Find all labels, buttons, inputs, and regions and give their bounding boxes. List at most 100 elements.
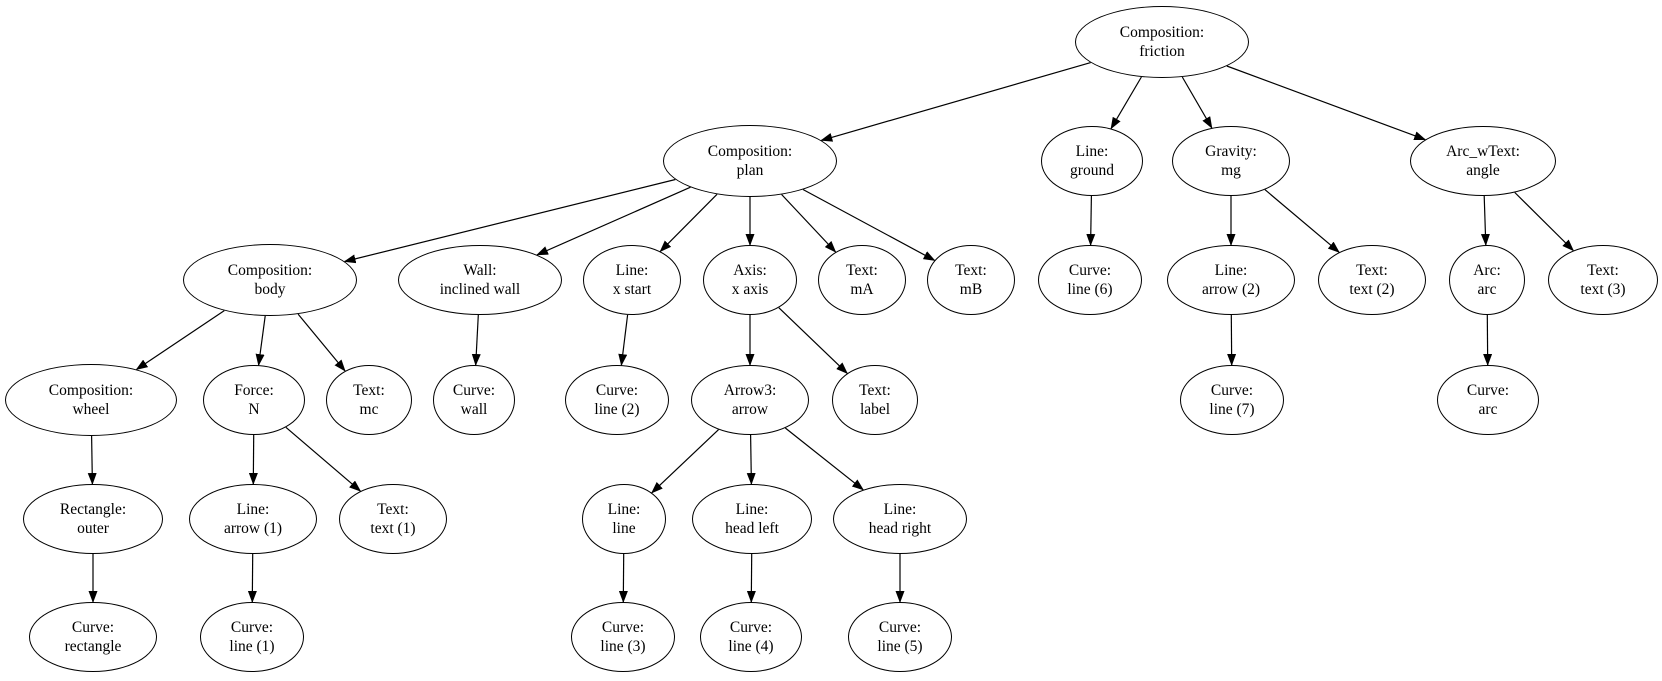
node-type-label: Text: (859, 381, 891, 399)
node-type-label: Line: (615, 261, 649, 279)
node-type-label: Curve: (878, 618, 922, 636)
node-name-label: line (1) (229, 638, 275, 655)
node-type-label: Curve: (601, 618, 645, 636)
node-name-label: mA (850, 281, 874, 298)
node-line2: Curve: line (2) (565, 365, 669, 435)
node-xaxis: Axis:x axis (703, 245, 797, 315)
node-mB: Text:mB (927, 245, 1015, 315)
node-headleft: Line:head left (692, 484, 812, 554)
node-name-label: arc (1477, 281, 1497, 298)
node-type-label: Curve: (452, 381, 496, 399)
node-name-label: ground (1070, 162, 1114, 179)
node-type-label: Force: (234, 381, 274, 399)
edge-friction-angle (1226, 65, 1427, 141)
node-line1: Curve: line (1) (200, 602, 304, 672)
node-name-label: body (254, 281, 286, 298)
node-name-label: head left (725, 520, 779, 537)
node-type-label: Text: (377, 500, 409, 518)
edge-angle-arc (1480, 195, 1490, 246)
node-type-label: Text: (846, 261, 878, 279)
edge-ground-line6 (1086, 195, 1096, 246)
node-name-label: inclined wall (439, 281, 521, 298)
node-name-label: arrow (2) (1201, 281, 1261, 298)
node-line7: Curve:line (7) (1180, 365, 1284, 435)
node-line5: Curve:line (5) (848, 602, 952, 672)
node-name-label: arrow (1) (223, 520, 283, 537)
node-text2: Text: text (2) (1318, 245, 1426, 315)
node-type-label: Text: (1587, 261, 1619, 279)
edge-xstart-line2 (618, 314, 629, 367)
node-type-label: Curve: (71, 618, 115, 636)
node-type-label: Arc: (1473, 261, 1501, 279)
edge-plan-mB (802, 188, 936, 261)
node-name-label: line (6) (1067, 281, 1113, 298)
node-wall: Wall:inclined wall (398, 245, 562, 315)
node-plan: Composition: plan (663, 125, 837, 197)
node-name-label: line (612, 520, 636, 537)
node-type-label: Line: (1075, 142, 1109, 160)
edge-wheel-outer (87, 435, 97, 485)
node-curvewall: Curve:wall (433, 365, 515, 435)
node-type-label: Arrow3: (723, 381, 777, 399)
node-name-label: label (859, 401, 891, 418)
node-type-label: Gravity: (1205, 142, 1257, 160)
node-mc: Text: mc (326, 365, 412, 435)
node-type-label: Curve: (230, 618, 274, 636)
node-xstart: Line: x start (583, 245, 681, 315)
node-name-label: line (4) (728, 638, 774, 655)
node-name-label: text (2) (1349, 281, 1395, 298)
node-friction: Composition: friction (1075, 6, 1249, 78)
node-name-label: friction (1139, 43, 1185, 60)
node-type-label: Curve: (1466, 381, 1510, 399)
node-type-label: Line: (607, 500, 641, 518)
edge-plan-mA (781, 194, 837, 253)
node-outer: Rectangle:outer (23, 484, 163, 554)
edge-body-forceN (255, 315, 266, 367)
node-type-label: Rectangle: (59, 500, 127, 518)
node-name-label: line (3) (600, 638, 646, 655)
node-lineline: Line: line (582, 484, 666, 554)
node-type-label: Arc_wText: (1446, 142, 1520, 160)
edge-arrow3-headright (784, 427, 864, 491)
node-gravity: Gravity:mg (1172, 126, 1290, 196)
edge-plan-xstart (659, 193, 718, 253)
node-type-label: Text: (1356, 261, 1388, 279)
node-headright: Line: head right (833, 484, 967, 554)
node-type-label: Line: (883, 500, 917, 518)
node-type-label: Line: (236, 500, 270, 518)
node-name-label: N (248, 401, 260, 418)
node-name-label: plan (736, 162, 764, 179)
edge-arrow3-lineline (651, 429, 720, 494)
node-type-label: Composition: (1119, 23, 1205, 41)
node-name-label: mc (359, 401, 379, 418)
edge-body-wheel (135, 310, 225, 371)
edge-plan-body (343, 178, 676, 264)
edge-forceN-text1 (285, 426, 362, 492)
node-type-label: Composition: (227, 261, 313, 279)
node-name-label: head right (868, 520, 932, 537)
node-name-label: x start (612, 281, 652, 298)
node-line3: Curve: line (3) (571, 602, 675, 672)
node-arrow1: Line: arrow (1) (189, 484, 317, 554)
edge-friction-plan (820, 62, 1091, 142)
node-body: Composition: body (183, 244, 357, 316)
node-arrow3: Arrow3:arrow (691, 365, 809, 435)
node-name-label: angle (1466, 162, 1500, 179)
edge-body-mc (297, 313, 346, 372)
node-name-label: line (2) (594, 401, 640, 418)
node-name-label: text (1) (370, 520, 416, 537)
node-arrow2: Line: arrow (2) (1167, 245, 1295, 315)
node-label: Text: label (832, 365, 918, 435)
node-arc: Arc: arc (1449, 245, 1525, 315)
node-wheel: Composition:wheel (5, 364, 177, 436)
node-ground: Line: ground (1041, 126, 1143, 196)
node-type-label: Composition: (707, 142, 793, 160)
node-name-label: x axis (731, 281, 769, 298)
node-forceN: Force: N (203, 365, 305, 435)
node-type-label: Curve: (595, 381, 639, 399)
node-type-label: Line: (1214, 261, 1248, 279)
node-type-label: Composition: (48, 381, 134, 399)
edge-wall-curvewall (471, 314, 481, 366)
node-type-label: Text: (353, 381, 385, 399)
